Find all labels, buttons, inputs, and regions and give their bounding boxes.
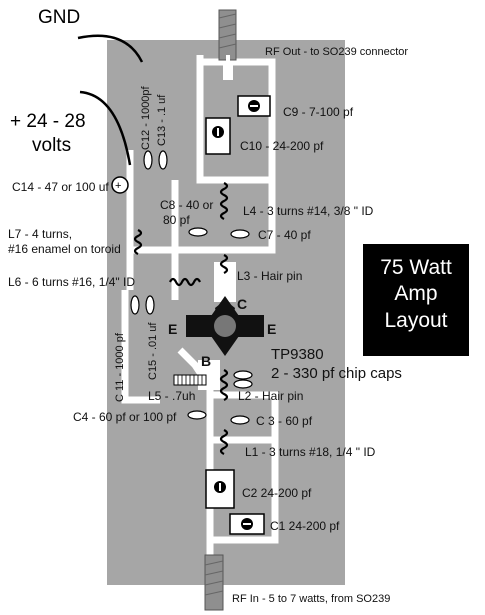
l7-label-line2: #16 enamel on toroid xyxy=(8,242,121,256)
coils xyxy=(133,182,229,455)
cap-chip-330-a xyxy=(233,370,253,380)
c11-label: C 11 - 1000 pf xyxy=(114,333,126,402)
c9-label: C9 - 7-100 pf xyxy=(283,105,354,119)
coil-l7 xyxy=(133,229,143,255)
trimmer-c2 xyxy=(205,469,235,509)
collector-label: C xyxy=(237,296,248,312)
c4-label: C4 - 60 pf or 100 pf xyxy=(73,410,177,424)
c7-label: C7 - 40 pf xyxy=(258,228,311,242)
coil-l6 xyxy=(169,277,201,287)
c10-label: C10 - 24-200 pf xyxy=(240,139,324,153)
c8-label-line1: C8 - 40 or xyxy=(160,198,214,212)
c12-label: C12 - 1000pf xyxy=(140,86,152,150)
l1-label: L1 - 3 turns #18, 1/4 " ID xyxy=(245,445,376,459)
title-line-1: 75 Watt xyxy=(380,256,452,279)
cap-c11 xyxy=(130,295,140,315)
rf-out-coax xyxy=(218,9,237,70)
supply-voltage-label: + 24 - 28 xyxy=(10,111,86,132)
transistor-tp9380 xyxy=(186,296,264,356)
chip-caps-label: 2 - 330 pf chip caps xyxy=(271,365,402,382)
collector-pad xyxy=(214,262,236,302)
cap-c8 xyxy=(188,227,208,237)
cap-chip-330-b xyxy=(233,379,253,389)
base-label: B xyxy=(201,353,212,369)
emitter-right-label: E xyxy=(267,321,277,337)
l2-label: L2 - Hair pin xyxy=(238,389,304,403)
cap-c14: + xyxy=(111,176,129,194)
title-box: 75 Watt Amp Layout xyxy=(363,244,469,356)
l5-label: L5 - .7uh xyxy=(148,389,196,403)
c3-label: C 3 - 60 pf xyxy=(256,414,313,428)
rf-out-label: RF Out - to SO239 connector xyxy=(265,46,409,58)
gnd-wire xyxy=(77,34,144,63)
cap-c13 xyxy=(158,150,168,170)
svg-text:+: + xyxy=(115,180,121,192)
coil-l2 xyxy=(219,369,229,401)
supply-wire xyxy=(79,90,132,166)
rf-in-coax xyxy=(204,554,224,611)
emitter-left-label: E xyxy=(168,321,178,337)
c8-label-line2: 80 pf xyxy=(163,213,190,227)
c2-label: C2 24-200 pf xyxy=(242,486,312,500)
rf-in-label: RF In - 5 to 7 watts, from SO239 xyxy=(232,593,391,605)
trimmer-c10 xyxy=(205,117,231,155)
cap-c4 xyxy=(187,410,207,420)
l3-label: L3 - Hair pin xyxy=(237,269,303,283)
transistor-label: TP9380 xyxy=(271,346,324,363)
cap-c3 xyxy=(230,415,250,425)
coil-l1 xyxy=(219,429,229,455)
trimmer-c1 xyxy=(229,513,265,535)
gnd-label: GND xyxy=(38,7,81,28)
l6-label: L6 - 6 turns #16, 1/4" ID xyxy=(8,275,135,289)
inductor-l5 xyxy=(173,374,207,386)
cap-c15 xyxy=(145,295,155,315)
c1-label: C1 24-200 pf xyxy=(270,519,340,533)
l4-label: L4 - 3 turns #14, 3/8 " ID xyxy=(243,204,374,218)
supply-unit-label: volts xyxy=(32,135,72,156)
c14-label: C14 - 47 or 100 uf xyxy=(12,180,109,194)
trimmer-c9 xyxy=(237,95,271,117)
c15-label: C15 - .01 uf xyxy=(147,322,159,380)
cap-c7 xyxy=(230,229,250,239)
cap-c12 xyxy=(143,150,153,170)
title-line-3: Layout xyxy=(384,308,448,332)
title-line-2: Amp xyxy=(394,282,438,306)
c13-label: C13 - .1 uf xyxy=(156,94,168,146)
chip-capacitors xyxy=(130,150,253,425)
coil-l4 xyxy=(219,182,229,220)
l7-label-line1: L7 - 4 turns, xyxy=(8,227,73,241)
coil-l3 xyxy=(219,254,229,274)
